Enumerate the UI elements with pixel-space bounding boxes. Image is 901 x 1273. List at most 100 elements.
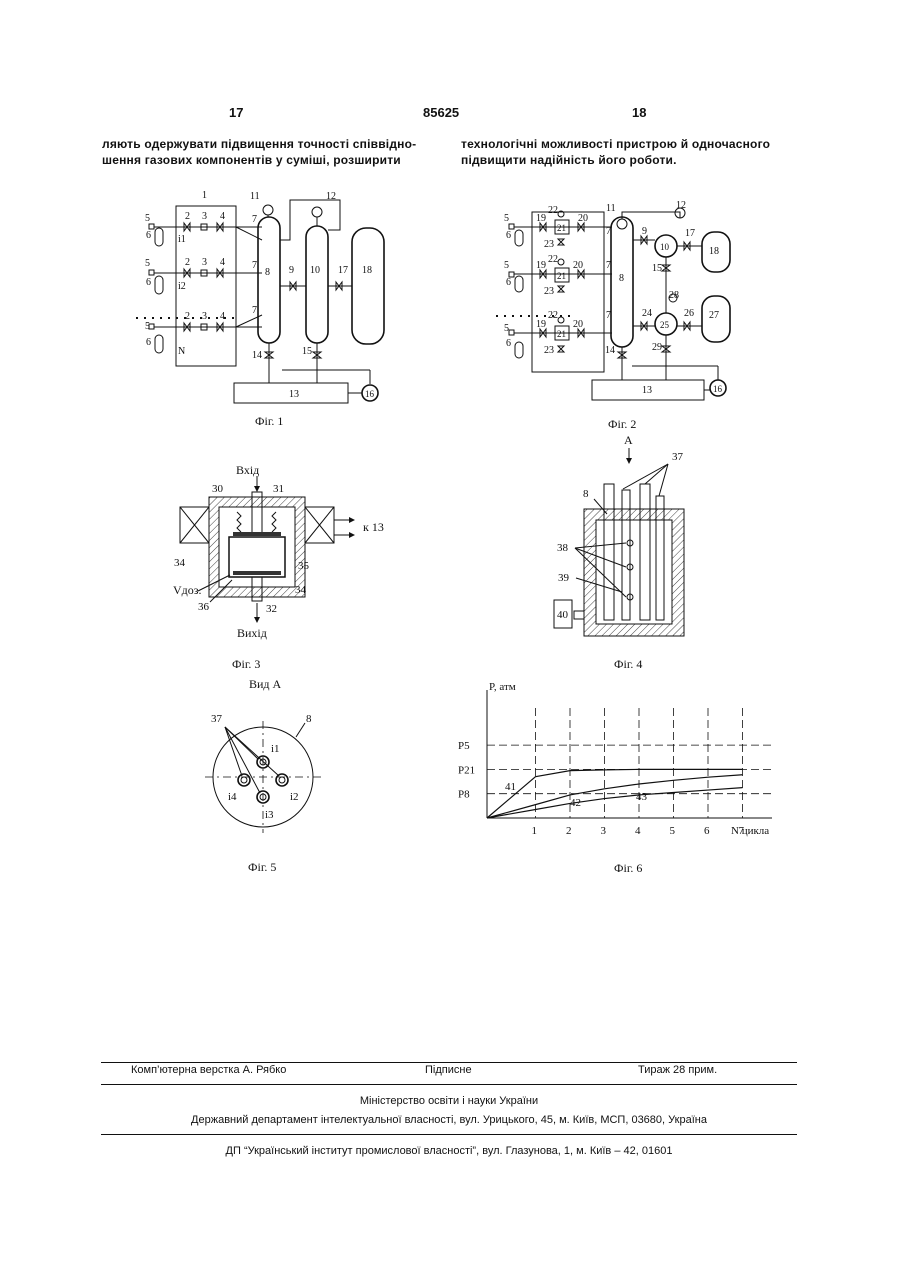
chart-grid — [487, 708, 772, 818]
label: 8 — [619, 273, 624, 284]
label: 14 — [252, 350, 262, 361]
label: 13 — [289, 389, 299, 400]
footer-rule — [101, 1134, 797, 1135]
label: 4 — [220, 311, 225, 322]
label: 34 — [174, 557, 186, 569]
label: 7 — [252, 214, 257, 225]
label: 9 — [642, 226, 647, 237]
gas-line-2 — [149, 269, 262, 294]
view-a-title: Вид А — [249, 677, 282, 691]
label: 17 — [685, 228, 695, 239]
label: 38 — [557, 542, 569, 554]
label: i1 — [178, 234, 186, 245]
label: 35 — [298, 560, 310, 572]
inlet-label: Вхід — [236, 463, 259, 477]
label: 8 — [306, 713, 312, 725]
tick-label-x: 6 — [704, 825, 710, 837]
label: 40 — [557, 609, 569, 621]
label: A — [624, 433, 633, 447]
label: 30 — [212, 483, 224, 495]
label: 14 — [605, 345, 615, 356]
footer-layout-credit: Комп’ютерна верстка А. Рябко — [131, 1064, 286, 1076]
tick-label-x: 2 — [566, 825, 572, 837]
label: 3 — [202, 311, 207, 322]
tick-label-x: 5 — [670, 825, 676, 837]
label: 2 — [185, 211, 190, 222]
label: 13 — [642, 385, 652, 396]
label: N — [178, 346, 185, 357]
label: 21 — [557, 329, 566, 339]
footer-rule — [101, 1084, 797, 1085]
footer-institute: ДП “Український інститут промислової вла… — [101, 1145, 797, 1157]
label: 3 — [202, 257, 207, 268]
label: i1 — [271, 743, 280, 755]
figure-1: 1 5 6 2 3 4 i1 5 6 2 3 4 i2 5 6 2 3 4 N … — [136, 190, 384, 428]
chart-ylabel: P, атм — [489, 681, 516, 693]
label: 7 — [606, 260, 611, 271]
label: 4 — [220, 257, 225, 268]
figure-5-caption: Фіг. 5 — [248, 860, 276, 874]
series-label: 41 — [505, 781, 516, 793]
tick-label-x: 1 — [532, 825, 538, 837]
label: 6 — [506, 338, 511, 349]
footer-rule — [101, 1062, 797, 1063]
footer-ministry: Міністерство освіти і науки України — [101, 1095, 797, 1107]
label: 2 — [185, 311, 190, 322]
label: 19 — [536, 260, 546, 271]
label: к 13 — [363, 520, 384, 534]
label: 7 — [252, 305, 257, 316]
label: 36 — [198, 601, 210, 613]
label: 17 — [338, 265, 348, 276]
outlet-label: Вихід — [237, 626, 267, 640]
label: Vдоз. — [173, 583, 202, 597]
label: 37 — [211, 713, 223, 725]
figures-canvas: 1 5 6 2 3 4 i1 5 6 2 3 4 i2 5 6 2 3 4 N … — [0, 0, 901, 900]
label: i2 — [178, 281, 186, 292]
label: 7 — [606, 226, 611, 237]
label: 3 — [202, 211, 207, 222]
label: 15 — [302, 346, 312, 357]
label: 8 — [265, 267, 270, 278]
label: 21 — [557, 271, 566, 281]
label: 18 — [362, 265, 372, 276]
label: 5 — [504, 323, 509, 334]
gauge-12-icon — [312, 207, 322, 217]
gauge-11-icon — [617, 219, 627, 229]
figure-6-caption: Фіг. 6 — [614, 861, 642, 875]
label: 28 — [669, 290, 679, 301]
label: 11 — [250, 191, 260, 202]
label: 12 — [326, 191, 336, 202]
label: 24 — [642, 308, 652, 319]
figure-3: Вхід Вихід к 13 30 31 34 34 35 Vдоз. 36 … — [173, 463, 384, 671]
label: i2 — [290, 791, 299, 803]
tick-label-y: P5 — [458, 740, 470, 752]
label: 5 — [504, 213, 509, 224]
label: 23 — [544, 286, 554, 297]
label: 23 — [544, 239, 554, 250]
label: 5 — [145, 321, 150, 332]
footer-department: Державний департамент інтелектуальної вл… — [101, 1114, 797, 1126]
vessel-10 — [306, 226, 328, 343]
label: 9 — [289, 265, 294, 276]
figure-2: 5 6 19 22 21 20 23 5 6 19 22 21 20 23 5 … — [496, 200, 730, 431]
label: i4 — [228, 791, 237, 803]
label: 6 — [506, 277, 511, 288]
series-line-43 — [487, 788, 743, 818]
label: 5 — [145, 213, 150, 224]
label: 20 — [573, 319, 583, 330]
label: 2 — [185, 257, 190, 268]
vessel-18 — [352, 228, 384, 344]
figure-5: Вид А 37 8 i1 i2 i3 i4 Фіг. 5 — [205, 677, 321, 874]
label: 29 — [652, 342, 662, 353]
label: 1 — [202, 190, 207, 201]
label: 22 — [548, 205, 558, 216]
label: 6 — [146, 277, 151, 288]
figure-3-caption: Фіг. 3 — [232, 657, 260, 671]
figure-4: A 37 8 38 39 40 Фіг. 4 — [554, 433, 684, 671]
label: 8 — [583, 488, 589, 500]
label: 16 — [713, 384, 723, 394]
series-label: 43 — [636, 791, 648, 803]
chart-xlabel: N цикла — [731, 825, 769, 837]
figure-1-caption: Фіг. 1 — [255, 414, 283, 428]
gauge-11-icon — [263, 205, 273, 215]
